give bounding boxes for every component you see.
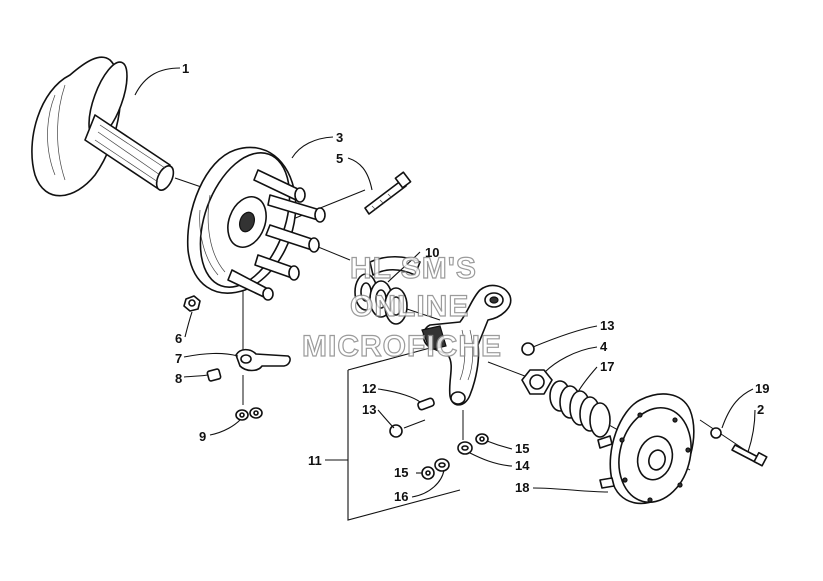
part-6-nut: [183, 295, 201, 312]
callout-17: 17: [600, 359, 614, 374]
part-1-movable-sheave: [31, 56, 175, 197]
part-9-washers: [235, 407, 263, 421]
part-7-arm: [235, 348, 291, 372]
part-16-bushing: [434, 458, 450, 472]
callout-19: 19: [755, 381, 769, 396]
watermark-line-1: HL SM'S: [350, 252, 477, 285]
part-13-plug-lower: [389, 424, 403, 438]
callout-8: 8: [175, 371, 182, 386]
callout-12: 12: [362, 381, 376, 396]
watermark-line-3: MICROFICHE: [302, 330, 502, 363]
callout-9: 9: [199, 429, 206, 444]
part-13-plug-upper: [521, 342, 535, 356]
callout-14: 14: [515, 458, 530, 473]
part-3-spider-housing: [186, 146, 326, 301]
part-5-bolt: [364, 171, 412, 215]
part-11-cam-arm-assembly: [421, 284, 512, 406]
part-2-bolt: [731, 444, 768, 467]
callout-15-right: 15: [515, 441, 529, 456]
leader-lines: [134, 67, 756, 521]
part-4-hex-nut: [521, 369, 553, 395]
part-17-spring: [549, 380, 611, 438]
callout-16: 16: [394, 489, 408, 504]
callout-13-upper: 13: [600, 318, 614, 333]
callout-4: 4: [600, 339, 608, 354]
callout-5: 5: [336, 151, 343, 166]
callout-1: 1: [182, 61, 189, 76]
part-19-washer: [710, 427, 722, 439]
callout-15-left: 15: [394, 465, 408, 480]
part-15-washer-upper: [475, 433, 489, 445]
part-15-washer-lower: [421, 466, 435, 480]
callout-2: 2: [757, 402, 764, 417]
part-10-bushings: [354, 255, 421, 325]
callout-labels: 1 3 5 10 6 7 8 9 11 12 13 13 4 17 19 2 1…: [175, 61, 769, 504]
callout-3: 3: [336, 130, 343, 145]
callout-10: 10: [425, 245, 439, 260]
watermark-line-2: ONLINE: [350, 290, 469, 323]
callout-13-lower: 13: [362, 402, 376, 417]
part-18-cover-plate: [597, 393, 695, 505]
callout-6: 6: [175, 331, 182, 346]
part-8-pin: [206, 368, 222, 382]
callout-18: 18: [515, 480, 529, 495]
callout-7: 7: [175, 351, 182, 366]
callout-11: 11: [308, 453, 322, 468]
watermark: HL SM'S ONLINE MICROFICHE: [301, 251, 502, 363]
part-14-bushing: [457, 441, 473, 455]
part-12-pin: [417, 397, 435, 411]
